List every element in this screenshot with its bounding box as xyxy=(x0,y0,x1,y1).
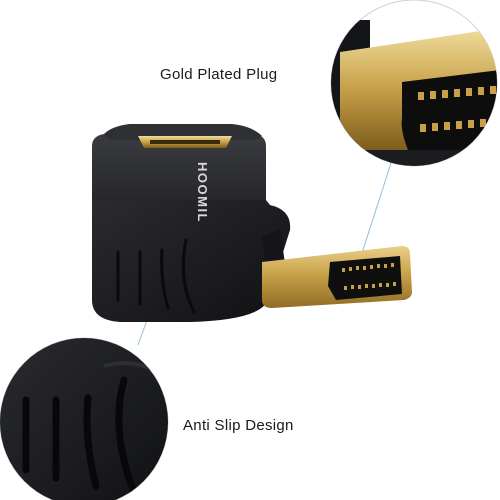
brand-text: HOOMIL xyxy=(195,162,210,223)
gold-plated-plug-label: Gold Plated Plug xyxy=(160,66,278,83)
grip-ridges xyxy=(116,238,196,314)
adapter-lower-body xyxy=(92,200,291,322)
hdmi-adapter: HOOMIL xyxy=(92,124,412,322)
callout-line-top xyxy=(361,159,393,254)
zoom-circle-plug xyxy=(330,0,498,167)
plug-pins xyxy=(342,263,396,290)
zoom-circle-grip xyxy=(0,337,169,500)
plug-insert xyxy=(328,256,402,300)
anti-slip-design-label: Anti Slip Design xyxy=(183,417,294,434)
